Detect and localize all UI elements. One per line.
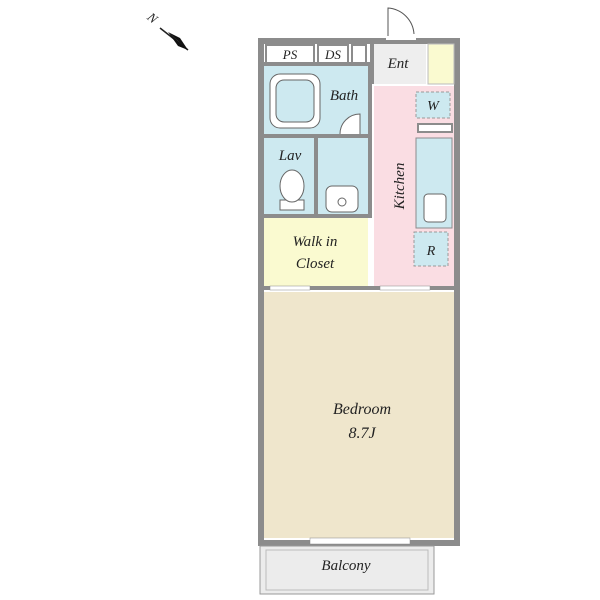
kitchen-shelf [417,123,453,133]
sink-drain-icon [337,197,347,207]
ps-label: PS [282,47,298,62]
walk-in-closet [264,218,368,286]
entrance-door [386,36,416,40]
entrance-area [374,44,426,84]
wall-closet-top [264,214,372,218]
ds-label: DS [324,47,341,62]
refrigerator-space [413,231,449,267]
entrance-label: Ent [387,56,410,72]
compass: N [144,9,189,51]
entrance-door-swing [387,7,415,38]
wall-lav-divider [314,138,318,214]
bath-label: Bath [330,88,358,104]
wall-bedroom-top [264,286,454,290]
wall-bath-right [368,64,372,216]
bath-door-swing [339,113,361,135]
utility-space [351,44,367,64]
sink-icon [325,185,359,213]
closet-label-line2: Closet [296,256,335,272]
closet-door [269,285,311,291]
kitchen-sink-icon [423,193,447,223]
balcony [259,545,435,595]
kitchen-door [379,285,431,291]
kitchen-label: Kitchen [392,163,408,211]
refrigerator-label: R [426,244,436,259]
toilet-bowl-icon [279,169,305,203]
washer-label: W [427,99,440,114]
washer-space [415,91,451,119]
shoe-cabinet [427,43,455,85]
bedroom-size-label: 8.7J [348,425,376,442]
closet-label-line1: Walk in [293,234,338,250]
wall-top-row [264,62,372,66]
bathtub-basin-icon [275,79,315,123]
bedroom-label: Bedroom [333,401,391,418]
balcony-label: Balcony [321,558,370,574]
compass-north-label: N [144,9,162,28]
balcony-window [309,537,411,545]
wall-bath-bottom [264,134,372,138]
wall-entrance-left [370,44,374,84]
balcony-inner [265,549,429,591]
bedroom [264,292,454,538]
compass-arrow-tail-icon [168,32,188,50]
lavatory-label: Lav [278,148,302,164]
